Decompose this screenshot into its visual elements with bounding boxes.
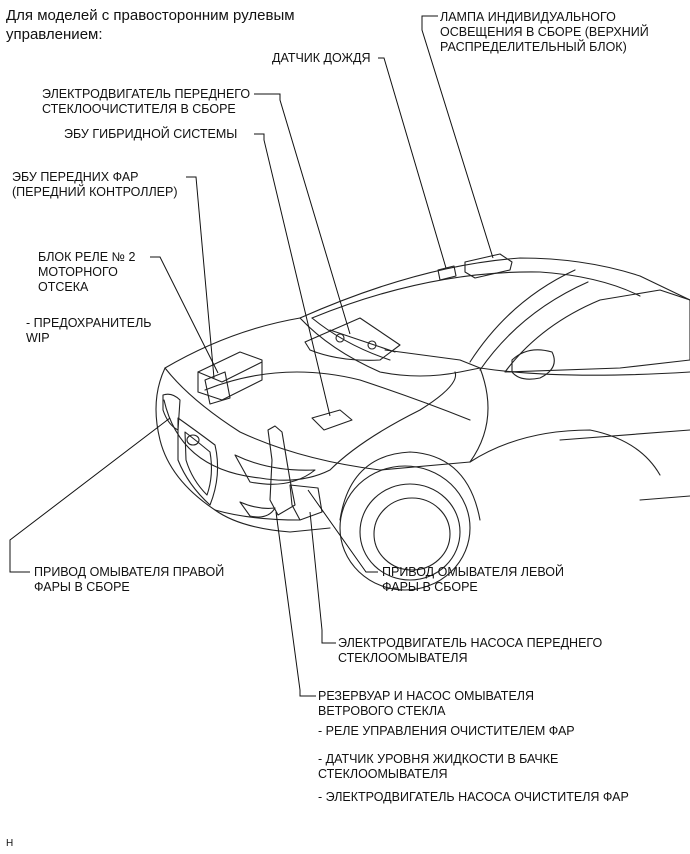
relay-block-shape (197, 351, 263, 401)
label-washer-pump-motor-line-2: СТЕКЛООМЫВАТЕЛЯ (338, 651, 468, 665)
hybrid-ecu-shape (311, 409, 353, 431)
body-side (479, 367, 690, 376)
label-reservoir-line-2: ВЕТРОВОГО СТЕКЛА (318, 704, 446, 718)
label-sub-level-sensor-line-1: - ДАТЧИК УРОВНЯ ЖИДКОСТИ В БАЧКЕ (318, 752, 559, 766)
label-room-lamp: ЛАМПА ИНДИВИДУАЛЬНОГО ОСВЕЩЕНИЯ В СБОРЕ … (440, 10, 649, 55)
label-headlight-ecu-line-1: ЭБУ ПЕРЕДНИХ ФАР (12, 170, 139, 184)
label-reservoir-line-1: РЕЗЕРВУАР И НАСОС ОМЫВАТЕЛЯ (318, 689, 535, 703)
leader-relay (150, 256, 219, 374)
leader-rain (378, 57, 447, 269)
label-sub-cleaner-motor: - ЭЛЕКТРОДВИГАТЕЛЬ НАСОСА ОЧИСТИТЕЛЯ ФАР (318, 790, 629, 804)
label-right-washer-line-1: ПРИВОД ОМЫВАТЕЛЯ ПРАВОЙ (34, 565, 225, 579)
front-face (155, 367, 301, 521)
room-lamp-shape (464, 253, 513, 279)
label-wiper-motor-line-1: ЭЛЕКТРОДВИГАТЕЛЬ ПЕРЕДНЕГО (42, 87, 251, 101)
side-window (504, 289, 690, 373)
leader-pump-motor (309, 511, 336, 644)
hood-crease (204, 371, 471, 421)
fender (469, 429, 661, 476)
label-hybrid-ecu: ЭБУ ГИБРИДНОЙ СИСТЕМЫ (64, 127, 238, 141)
label-reservoir: РЕЗЕРВУАР И НАСОС ОМЫВАТЕЛЯ ВЕТРОВОГО СТ… (318, 689, 534, 719)
relay-block-lid (197, 361, 263, 383)
label-room-lamp-line-2: ОСВЕЩЕНИЯ В СБОРЕ (ВЕРХНИЙ (440, 25, 649, 39)
wiper-assembly (304, 317, 401, 361)
leader-headlight-ecu (186, 176, 215, 379)
label-left-washer-line-1: ПРИВОД ОМЫВАТЕЛЯ ЛЕВОЙ (382, 565, 564, 579)
fog-light (239, 501, 276, 518)
label-washer-pump-motor: ЭЛЕКТРОДВИГАТЕЛЬ НАСОСА ПЕРЕДНЕГО СТЕКЛО… (338, 636, 602, 666)
label-left-washer: ПРИВОД ОМЫВАТЕЛЯ ЛЕВОЙ ФАРЫ В СБОРЕ (382, 565, 564, 595)
roof-line (299, 257, 690, 319)
a-pillar-inner (479, 281, 589, 371)
hood-top (164, 317, 301, 369)
wiper-pivot-2 (367, 340, 377, 350)
label-fuse-line-2: WIP (26, 331, 50, 345)
a-pillar (469, 269, 576, 363)
headlight-left (234, 454, 316, 485)
wiper-pivot-1 (335, 333, 345, 343)
label-relay-block-line-2: МОТОРНОГО (38, 265, 118, 279)
washer-pump (289, 484, 323, 521)
label-fuse: - ПРЕДОХРАНИТЕЛЬ WIP (26, 316, 152, 346)
leader-wiper (254, 93, 351, 335)
leader-left-washer (307, 489, 378, 573)
hood-front (164, 367, 471, 471)
wiper-blade (384, 349, 481, 369)
label-right-washer-line-2: ФАРЫ В СБОРЕ (34, 580, 130, 594)
reference-code: H (6, 838, 14, 849)
wheel-hub (373, 497, 451, 571)
door-line (559, 429, 690, 441)
leader-right-washer (9, 417, 171, 573)
emblem (186, 434, 200, 446)
label-sub-relay: - РЕЛЕ УПРАВЛЕНИЯ ОЧИСТИТЕЛЕМ ФАР (318, 724, 575, 738)
label-right-washer: ПРИВОД ОМЫВАТЕЛЯ ПРАВОЙ ФАРЫ В СБОРЕ (34, 565, 224, 595)
label-room-lamp-line-1: ЛАМПА ИНДИВИДУАЛЬНОГО (440, 10, 616, 24)
label-wiper-motor: ЭЛЕКТРОДВИГАТЕЛЬ ПЕРЕДНЕГО СТЕКЛООЧИСТИТ… (42, 87, 250, 117)
leader-lamp (421, 15, 494, 259)
label-relay-block-line-3: ОТСЕКА (38, 280, 89, 294)
relay-block-ecu (204, 371, 231, 405)
label-sub-level-sensor: - ДАТЧИК УРОВНЯ ЖИДКОСТИ В БАЧКЕ СТЕКЛОО… (318, 752, 558, 782)
diagram-header: Для моделей с правосторонним рулевым упр… (6, 6, 295, 44)
washer-hose (163, 371, 457, 481)
label-rain-sensor: ДАТЧИК ДОЖДЯ (272, 51, 371, 65)
body-lower (639, 495, 690, 501)
label-room-lamp-line-3: РАСПРЕДЕЛИТЕЛЬНЫЙ БЛОК) (440, 40, 627, 54)
leader-reservoir (275, 511, 316, 697)
cowl-front (299, 317, 481, 377)
header-line-2: управлением: (6, 26, 103, 43)
wheel-arch (339, 451, 481, 521)
label-wiper-motor-line-2: СТЕКЛООЧИСТИТЕЛЯ В СБОРЕ (42, 102, 236, 116)
leader-hybrid (254, 133, 331, 417)
rain-sensor-shape (437, 265, 457, 281)
bumper-lower (214, 509, 331, 533)
label-left-washer-line-2: ФАРЫ В СБОРЕ (382, 580, 478, 594)
label-fuse-line-1: - ПРЕДОХРАНИТЕЛЬ (26, 316, 152, 330)
cowl-rear (311, 317, 391, 361)
wheel-outer (339, 465, 471, 591)
windshield-top (311, 271, 641, 319)
label-headlight-ecu-line-2: (ПЕРЕДНИЙ КОНТРОЛЛЕР) (12, 185, 178, 199)
label-headlight-ecu: ЭБУ ПЕРЕДНИХ ФАР (ПЕРЕДНИЙ КОНТРОЛЛЕР) (12, 170, 178, 200)
label-washer-pump-motor-line-1: ЭЛЕКТРОДВИГАТЕЛЬ НАСОСА ПЕРЕДНЕГО (338, 636, 603, 650)
header-line-1: Для моделей с правосторонним рулевым (6, 7, 295, 24)
wheel-inner (359, 483, 461, 581)
hood-edge-right (469, 367, 489, 463)
label-relay-block: БЛОК РЕЛЕ № 2 МОТОРНОГО ОТСЕКА (38, 250, 135, 295)
mirror (511, 349, 555, 380)
label-relay-block-line-1: БЛОК РЕЛЕ № 2 (38, 250, 136, 264)
washer-reservoir (267, 425, 296, 516)
label-sub-level-sensor-line-2: СТЕКЛООМЫВАТЕЛЯ (318, 767, 448, 781)
grille-outer (177, 417, 219, 506)
